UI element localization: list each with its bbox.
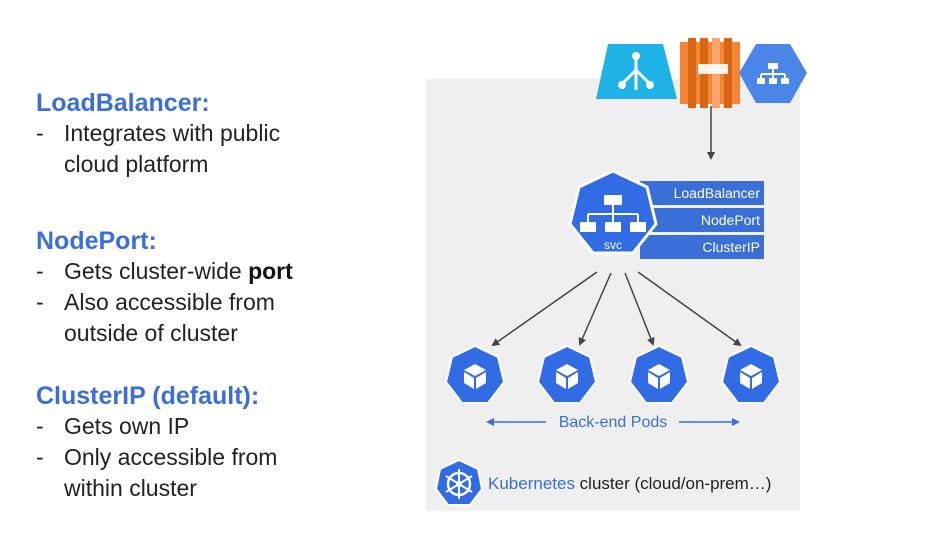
pod-icon <box>536 344 598 404</box>
text-panel: LoadBalancer: - Integrates with public c… <box>0 0 420 560</box>
svc-label: svc <box>604 238 622 252</box>
bullet-dash: - <box>36 444 44 470</box>
backend-pods-label: Back-end Pods <box>559 414 668 431</box>
bullet-integrates: - Integrates with public cloud platform <box>36 118 280 180</box>
loadbalancer-section: LoadBalancer: - Integrates with public c… <box>36 88 280 180</box>
bullet-text-line1: Also accessible from <box>64 289 275 315</box>
cluster-background <box>426 79 800 511</box>
kubernetes-brand: Kubernetes <box>488 474 575 493</box>
aws-elb-icon <box>680 38 740 108</box>
pod-icon <box>628 344 690 404</box>
nodeport-heading: NodePort: <box>36 227 157 255</box>
svc-to-pod-arrows <box>491 271 742 347</box>
azure-load-balancer-icon <box>596 44 677 99</box>
loadbalancer-type-label: LoadBalancer <box>674 185 761 201</box>
bullet-outside-access: - Also accessible from outside of cluste… <box>36 287 293 349</box>
kubernetes-logo-icon <box>434 458 484 506</box>
bullet-bold-text: port <box>248 258 293 284</box>
clusterip-type-label: ClusterIP <box>702 239 760 255</box>
pod-icon <box>720 344 782 404</box>
bullet-text-line2: within cluster <box>64 475 197 501</box>
service-type-labels: LoadBalancer NodePort ClusterIP <box>640 181 764 259</box>
backend-pods-span: Back-end Pods <box>486 414 740 431</box>
bullet-dash: - <box>36 258 44 284</box>
gcp-load-balancer-icon <box>739 44 807 103</box>
bullet-cluster-wide-port: - Gets cluster-wide port <box>36 256 293 287</box>
bullet-text-line2: outside of cluster <box>64 320 238 346</box>
clusterip-type-box <box>640 235 764 259</box>
bullet-text: Gets own IP <box>64 413 190 439</box>
bullet-text: Gets cluster-wide <box>64 258 249 284</box>
svc-icon: svc <box>568 169 658 255</box>
cluster-caption: Kubernetes cluster (cloud/on-prem…) <box>488 474 771 493</box>
bullet-text-line2: cloud platform <box>64 151 209 177</box>
pod-icon <box>444 344 506 404</box>
cluster-caption-text: cluster (cloud/on-prem…) <box>575 474 772 493</box>
nodeport-type-label: NodePort <box>701 212 760 228</box>
bullet-text-line1: Integrates with public <box>64 120 281 146</box>
nodeport-section: NodePort: - Gets cluster-wide port - Als… <box>36 226 293 349</box>
clusterip-section: ClusterIP (default): - Gets own IP - Onl… <box>36 381 277 504</box>
bullet-text-line1: Only accessible from <box>64 444 278 470</box>
loadbalancer-type-box <box>640 181 764 205</box>
nodeport-type-box <box>640 208 764 232</box>
bullet-dash: - <box>36 413 44 439</box>
bullet-dash: - <box>36 289 44 315</box>
bullet-own-ip: - Gets own IP <box>36 411 277 442</box>
bullet-dash: - <box>36 120 44 146</box>
bullet-within-cluster: - Only accessible from within cluster <box>36 442 277 504</box>
loadbalancer-heading: LoadBalancer: <box>36 89 210 117</box>
clusterip-heading: ClusterIP (default): <box>36 382 260 410</box>
